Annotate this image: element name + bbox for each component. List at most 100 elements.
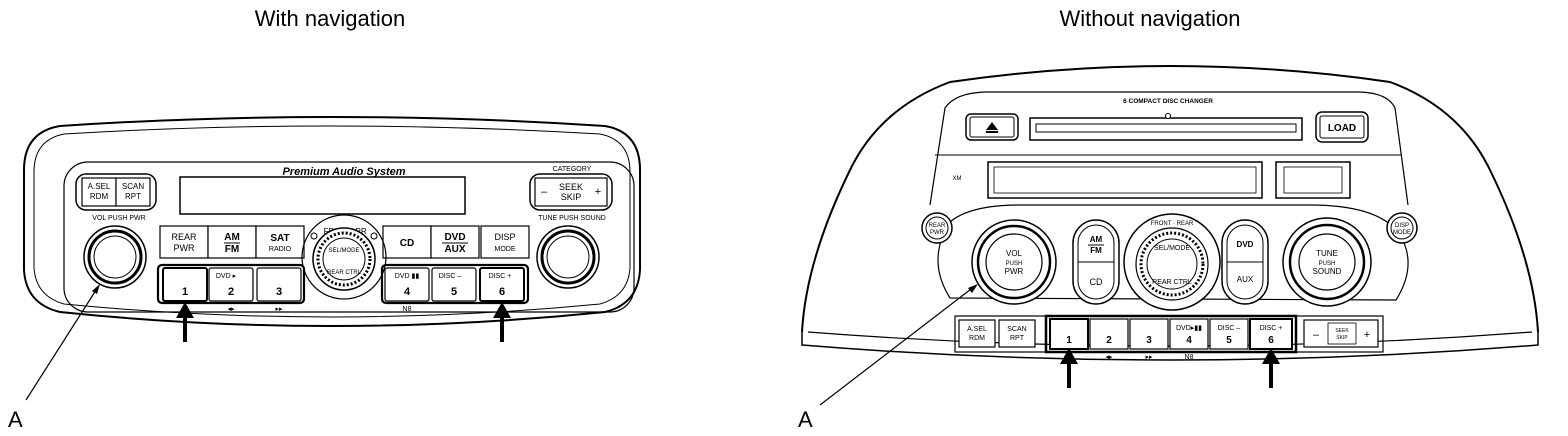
preset-4-button[interactable] [384, 267, 430, 302]
svg-text:1: 1 [182, 286, 188, 298]
svg-text:SEL/MODE: SEL/MODE [328, 248, 359, 254]
vol-push-pwr-label: VOL PUSH PWR [92, 215, 145, 222]
left-title: With navigation [255, 6, 405, 31]
disp-mode-button[interactable] [480, 225, 530, 259]
right-display [987, 161, 1263, 199]
svg-text:CD: CD [400, 238, 414, 249]
preset-1-button[interactable] [162, 267, 208, 302]
preset-3-button[interactable] [1129, 318, 1169, 350]
preset-5-button[interactable] [1209, 318, 1249, 350]
svg-text:SCAN: SCAN [122, 182, 144, 191]
seek-plus-icon: + [595, 186, 601, 198]
vol-knob[interactable]: VOL PUSH PWR [971, 219, 1057, 305]
right-shell [801, 65, 1539, 333]
sel-mode-knob[interactable]: FR RR SEL/MODE REAR CTRL [301, 214, 387, 300]
preset-2-button[interactable] [1089, 318, 1129, 350]
left-display [179, 176, 466, 215]
svg-text:SAT: SAT [270, 233, 289, 244]
eject-button[interactable] [965, 113, 1019, 141]
svg-text:SOUND: SOUND [1313, 267, 1342, 276]
clock-display [1275, 161, 1351, 199]
svg-text:REAR CTRL: REAR CTRL [1152, 279, 1192, 286]
left-callout-a: A [8, 407, 23, 432]
left-callout-line [25, 286, 99, 401]
svg-text:DISC –: DISC – [439, 273, 462, 280]
n8-label: N8 [1185, 354, 1194, 361]
rear-pwr-button[interactable]: REAR PWR [921, 212, 953, 244]
vol-knob[interactable] [83, 225, 147, 289]
asel-rdm-button[interactable] [958, 319, 996, 348]
disp-mode-button[interactable]: DISP MODE [1386, 212, 1418, 244]
svg-text:2: 2 [1106, 335, 1112, 346]
svg-text:DISP: DISP [1395, 223, 1409, 229]
right-title: Without navigation [1060, 6, 1241, 31]
svg-text:SEEK: SEEK [1335, 328, 1349, 334]
svg-text:AM: AM [1090, 235, 1103, 244]
am-fm-cd-pill: AM FM CD [1072, 219, 1120, 305]
svg-text:TUNE: TUNE [1316, 249, 1338, 258]
svg-text:SEL/MODE: SEL/MODE [1154, 245, 1191, 252]
preset-6-button[interactable] [479, 267, 525, 302]
scan-rpt-button[interactable] [115, 177, 151, 207]
right-callout-a: A [798, 407, 813, 432]
asel-rdm-button[interactable] [81, 177, 117, 207]
svg-text:PUSH: PUSH [1319, 261, 1336, 267]
rr-label: RR [355, 227, 367, 236]
svg-text:4: 4 [1186, 335, 1192, 346]
disc-slot [1029, 113, 1303, 141]
seek-minus-icon: – [541, 186, 548, 198]
seek-skip-group: CATEGORY – + SEEK SKIP [529, 166, 613, 211]
seek-skip-button[interactable] [534, 177, 608, 207]
tune-knob[interactable] [536, 225, 600, 289]
svg-text:MODE: MODE [1393, 230, 1411, 236]
control-band [937, 204, 1409, 301]
eject-icon [986, 122, 998, 133]
svg-text:SCAN: SCAN [1007, 326, 1026, 333]
left-arrow-1 [176, 302, 194, 342]
am-fm-button[interactable] [207, 225, 257, 259]
svg-text:RADIO: RADIO [269, 246, 292, 253]
tune-knob[interactable]: TUNE PUSH SOUND [1282, 217, 1372, 307]
changer-label: 6 COMPACT DISC CHANGER [1123, 98, 1213, 105]
svg-text:PWR: PWR [174, 243, 195, 253]
left-faceplate [63, 161, 635, 313]
scan-rpt-button[interactable] [998, 319, 1036, 348]
svg-text:PUSH: PUSH [1006, 261, 1023, 267]
svg-text:DVD ▮▮: DVD ▮▮ [395, 273, 420, 280]
svg-text:DVD ▸: DVD ▸ [216, 273, 237, 280]
seek-minus-icon: – [1313, 329, 1320, 341]
preset-2-button[interactable] [208, 267, 254, 302]
svg-text:6: 6 [1268, 335, 1274, 346]
svg-text:RDM: RDM [90, 192, 109, 201]
svg-text:LOAD: LOAD [1328, 123, 1356, 134]
sat-radio-button[interactable] [255, 225, 305, 259]
brand-label: Premium Audio System [282, 166, 405, 178]
without-navigation-unit: Without navigation 6 COMPACT DISC CHANGE… [798, 6, 1539, 432]
am-fm-button[interactable]: AM FM [1088, 235, 1104, 255]
ffwd-label: ▸▸ [1145, 354, 1153, 361]
sel-mode-knob[interactable]: FRONT · REAR SEL/MODE REAR CTRL [1123, 213, 1221, 311]
cd-button[interactable]: CD [1090, 277, 1103, 287]
load-button[interactable]: LOAD [1315, 111, 1369, 143]
dvd-button[interactable]: DVD [1237, 240, 1254, 249]
aux-button[interactable]: AUX [1237, 275, 1254, 284]
preset-4-button[interactable] [1169, 318, 1209, 350]
svg-text:4: 4 [404, 286, 411, 298]
svg-text:2: 2 [228, 286, 234, 298]
preset-5-button[interactable] [431, 267, 477, 302]
left-preset-row: 1 DVD ▸ 2 3 DVD ▮▮ 4 DISC – 5 DISC + 6 ◂… [156, 263, 530, 313]
ffwd-label: ▸▸ [275, 306, 283, 313]
svg-text:PWR: PWR [930, 230, 945, 236]
rear-pwr-button[interactable] [159, 225, 209, 259]
svg-text:DISC +: DISC + [489, 273, 512, 280]
svg-text:DVD▸▮▮: DVD▸▮▮ [1176, 325, 1202, 332]
preset-3-button[interactable] [256, 267, 302, 302]
svg-text:RDM: RDM [969, 335, 985, 342]
svg-text:6: 6 [499, 286, 505, 298]
svg-text:SKIP: SKIP [1336, 335, 1348, 341]
cd-button[interactable] [382, 225, 432, 259]
dvd-aux-button[interactable] [430, 225, 480, 259]
svg-text:SEEK: SEEK [559, 182, 583, 192]
svg-text:A.SEL: A.SEL [967, 326, 987, 333]
